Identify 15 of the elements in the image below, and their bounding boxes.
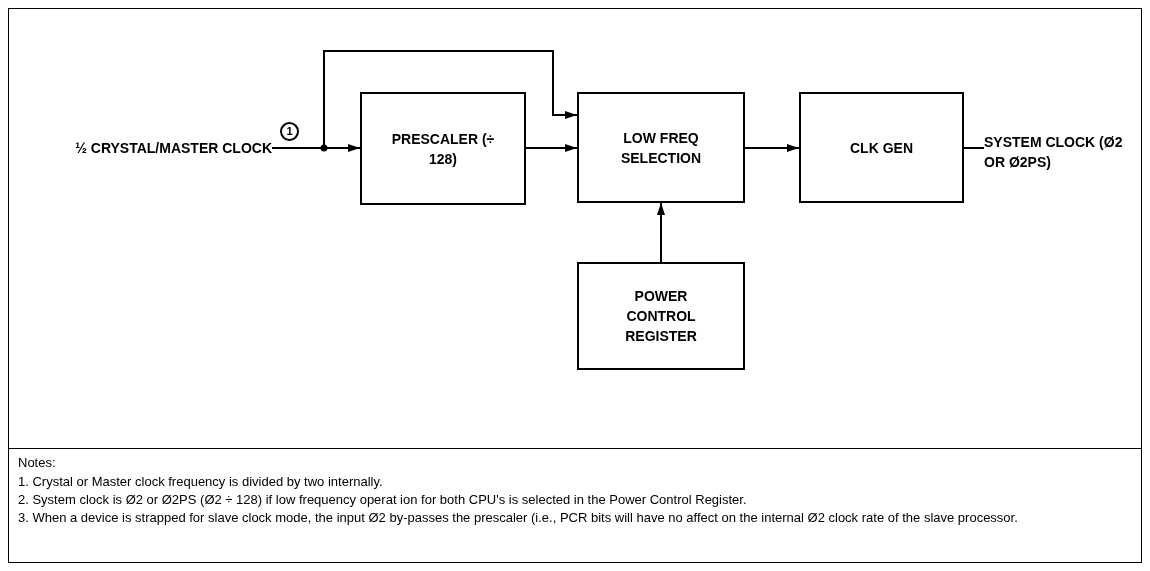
callout-number: 1: [280, 122, 299, 141]
block-box: LOW FREQ SELECTION: [577, 92, 745, 203]
arrow: [744, 144, 800, 152]
arrow: [657, 202, 665, 263]
block-box: POWER CONTROL REGISTER: [577, 262, 745, 370]
note-text: 3. When a device is strapped for slave clock mode, the input Ø2 by-passes the prescaler (i.e., PCR bits will have no affect on the internal Ø2 clock rate of the slave processor.: [18, 509, 1019, 526]
signal-label: ½ CRYSTAL/MASTER CLOCK: [20, 137, 272, 159]
arrow: [525, 144, 578, 152]
note-text: 1. Crystal or Master clock frequency is divided by two internally.: [18, 473, 384, 490]
signal-label: SYSTEM CLOCK (Ø2 OR Ø2PS): [984, 135, 1134, 169]
block-box: CLK GEN: [799, 92, 964, 203]
notes-heading: Notes:: [18, 454, 57, 471]
block-box: PRESCALER (÷ 128): [360, 92, 526, 205]
arrow: [271, 50, 578, 149]
note-text: 2. System clock is Ø2 or Ø2PS (Ø2 ÷ 128) if low frequency operat ion for both CPU's is selected in the Power Control Register.: [18, 491, 748, 508]
